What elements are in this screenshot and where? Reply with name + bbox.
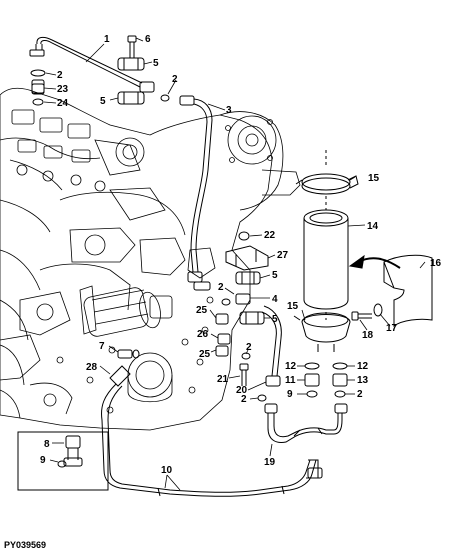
callout-9: 9 [287, 389, 293, 400]
fitting-13 [332, 373, 348, 387]
callout-20: 20 [236, 385, 248, 396]
callout-2: 2 [218, 282, 224, 293]
callout-5: 5 [153, 58, 159, 69]
callout-7: 7 [99, 341, 105, 352]
bolt-6 [127, 35, 137, 58]
bracket-16 [383, 254, 433, 327]
filter-14 [303, 150, 349, 320]
leader-lines [43, 37, 426, 491]
line-20 [261, 305, 282, 387]
washer-2-low [257, 394, 267, 402]
fitting-25-lower [215, 345, 229, 357]
fitting-25-upper [215, 313, 229, 325]
callout-5: 5 [272, 314, 278, 325]
callout-23: 23 [57, 84, 69, 95]
callout-5: 5 [100, 96, 106, 107]
callout-27: 27 [277, 250, 289, 261]
bolt-18 [351, 311, 372, 321]
fitting-26 [217, 333, 231, 345]
washer-2-left [30, 69, 46, 77]
callout-1: 1 [104, 34, 110, 45]
callout-25: 25 [196, 305, 208, 316]
callout-25: 25 [199, 349, 211, 360]
callout-14: 14 [367, 221, 379, 232]
washer-2-bolt [241, 352, 251, 360]
callout-24: 24 [57, 98, 69, 109]
clamp-27 [225, 245, 269, 271]
figure-id: PY039569 [4, 540, 46, 550]
washer-2-top [160, 94, 170, 102]
starter-motor [79, 285, 173, 337]
callout-15: 15 [287, 301, 299, 312]
callout-16: 16 [430, 258, 442, 269]
callout-6: 6 [145, 34, 151, 45]
clamp-5-lowermid [239, 311, 265, 325]
clamp-5-upper [117, 57, 145, 71]
fitting-4 [235, 293, 251, 305]
callout-3: 3 [226, 105, 232, 116]
callout-2: 2 [57, 70, 63, 81]
callout-15: 15 [368, 173, 380, 184]
callout-13: 13 [357, 375, 369, 386]
fitting-7 [117, 349, 140, 359]
callout-labels: 1 6 2 23 24 5 2 5 3 15 14 22 27 5 2 4 5 … [40, 34, 442, 476]
callout-12: 12 [357, 361, 369, 372]
callout-22: 22 [264, 230, 276, 241]
o-ring-12-left [304, 362, 320, 370]
callout-2: 2 [241, 394, 247, 405]
callout-4: 4 [272, 294, 278, 305]
callout-26: 26 [197, 329, 209, 340]
clamp-5-mid [235, 271, 261, 285]
callout-2: 2 [246, 342, 252, 353]
fitting-8-detail [63, 435, 83, 467]
o-ring-12-right [332, 362, 348, 370]
callout-12: 12 [285, 361, 297, 372]
o-ring-9-detail [57, 460, 67, 468]
callout-2: 2 [357, 389, 363, 400]
inset-box [17, 431, 109, 491]
callout-8: 8 [44, 439, 50, 450]
line-1-tube [29, 36, 155, 95]
engine-transmission-block [0, 87, 301, 431]
bolt-21 [239, 363, 249, 386]
washer-22 [238, 231, 250, 241]
hose-19 [264, 403, 348, 443]
clamp-5-lower [117, 91, 145, 105]
washer-17 [373, 303, 383, 317]
callout-9: 9 [40, 455, 46, 466]
fitting-23 [31, 83, 45, 94]
hose-10 [101, 365, 323, 497]
o-ring-2-right [334, 390, 346, 398]
callout-19: 19 [264, 457, 276, 468]
o-ring-9 [306, 390, 318, 398]
callout-28: 28 [86, 362, 98, 373]
o-ring-24 [32, 98, 44, 106]
callout-5: 5 [272, 270, 278, 281]
callout-18: 18 [362, 330, 374, 341]
band-clamp-15-upper [295, 173, 359, 195]
install-arrow [348, 254, 401, 269]
washer-2-mid [221, 298, 231, 306]
callout-10: 10 [161, 465, 173, 476]
line-3-tube [179, 95, 213, 291]
callout-11: 11 [285, 375, 296, 386]
callout-2: 2 [172, 74, 178, 85]
filter-head-15-lower [293, 312, 351, 352]
callout-17: 17 [386, 323, 398, 334]
callout-21: 21 [217, 374, 229, 385]
fitting-11 [304, 373, 320, 387]
